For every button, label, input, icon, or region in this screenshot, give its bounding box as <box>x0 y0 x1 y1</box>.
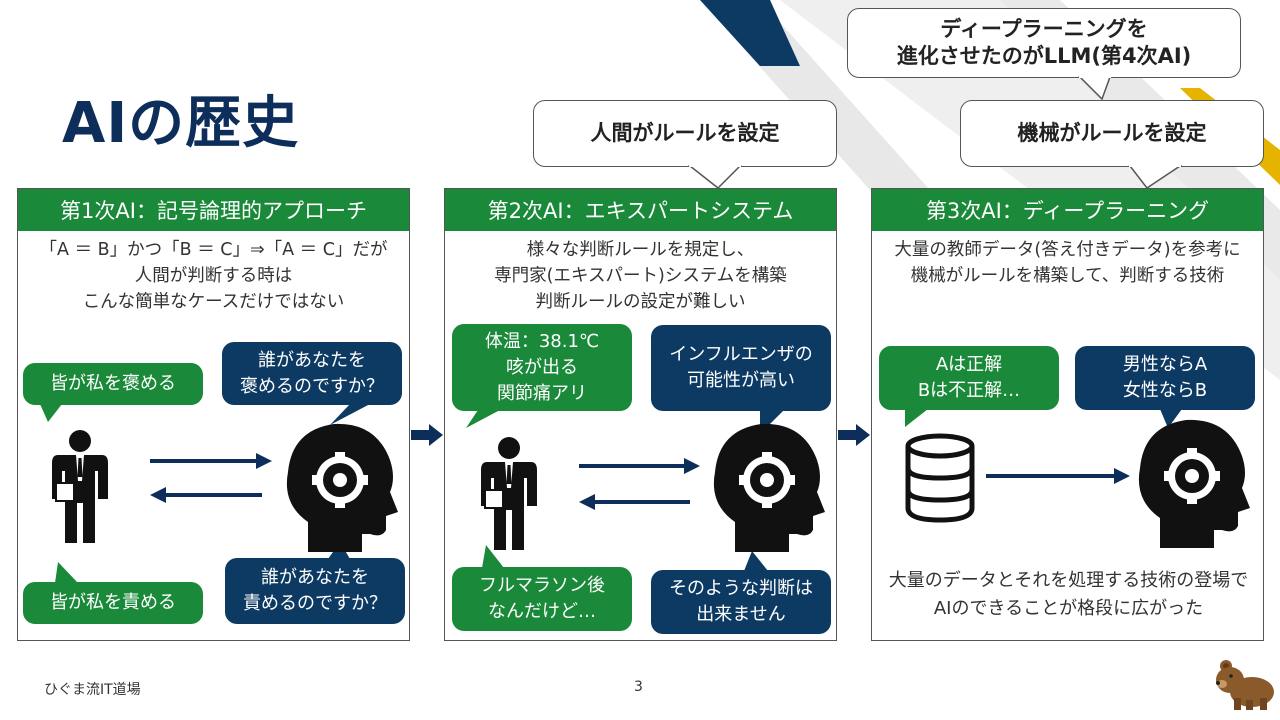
panel-gen1-header: 第1次AI：記号論理的アプローチ <box>18 189 409 231</box>
arrow-right-icon <box>838 424 870 446</box>
bubble-gen1-who-blames: 誰があなたを 責めるのですか？ <box>225 558 405 624</box>
desc-line: 人間が判断する時は <box>134 266 293 286</box>
panel-gen3-caption: 大量のデータとそれを処理する技術の登場で AIのできることが格段に広がった <box>872 567 1265 623</box>
callout-llm-line1: ディープラーニングを <box>940 16 1148 41</box>
bubble-gen2-diagnosis: インフルエンザの 可能性が高い <box>651 325 831 411</box>
bubble-text: なんだけど… <box>488 601 596 622</box>
bubble-text: 関節痛アリ <box>497 382 587 404</box>
bubble-text: 可能性が高い <box>687 370 795 391</box>
desc-line: こんな簡単なケースだけではない <box>82 292 345 312</box>
panel-gen3-header: 第3次AI：ディープラーニング <box>872 189 1263 231</box>
footer-brand: ひぐま流IT道場 <box>44 682 141 698</box>
page-title: AIの歴史 <box>62 91 300 156</box>
bubble-text: 褒めるのですか？ <box>240 375 384 397</box>
callout-human-rules: 人間がルールを設定 <box>533 100 837 167</box>
desc-line: 機械がルールを構築して、判断する技術 <box>910 266 1225 286</box>
bubble-gen1-praise: 皆が私を褒める <box>23 363 203 405</box>
desc-line: 判断ルールの設定が難しい <box>535 292 746 312</box>
bubble-gen2-marathon: フルマラソン後 なんだけど… <box>452 567 632 631</box>
desc-line: 「A ＝ B」かつ「B ＝ C」⇒「A ＝ C」だが <box>39 240 388 260</box>
desc-line: 専門家(エキスパート)システムを構築 <box>494 266 787 286</box>
callout-llm: ディープラーニングを 進化させたのがLLM(第4次AI) <box>847 8 1241 78</box>
bubble-text: 皆が私を責める <box>50 592 176 613</box>
bubble-text: Bは不正解… <box>917 380 1021 401</box>
panel-gen3: 第3次AI：ディープラーニング 大量の教師データ(答え付きデータ)を参考に 機械… <box>871 188 1264 641</box>
bubble-gen2-symptoms: 体温：38.1℃ 咳が出る 関節痛アリ <box>452 324 632 411</box>
callout-machine-rules-text: 機械がルールを設定 <box>1017 120 1207 145</box>
bubble-gen2-cannot-judge: そのような判断は 出来ません <box>651 570 831 634</box>
callout-human-rules-text: 人間がルールを設定 <box>590 120 780 145</box>
bubble-text: 責めるのですか？ <box>243 593 387 614</box>
desc-line: 大量の教師データ(答え付きデータ)を参考に <box>894 240 1241 260</box>
page-number: 3 <box>634 679 643 695</box>
bubble-text: フルマラソン後 <box>479 575 605 596</box>
bubble-text: 出来ません <box>696 604 786 625</box>
bubble-text: 体温：38.1℃ <box>484 330 600 352</box>
bubble-text: Aは正解 <box>935 354 1003 375</box>
bear-icon <box>1216 660 1274 710</box>
arrow-right-icon <box>411 424 443 446</box>
bubble-text: 誰があなたを <box>261 567 369 588</box>
caption-line: AIのできることが格段に広がった <box>933 598 1204 619</box>
desc-line: 様々な判断ルールを規定し、 <box>526 240 755 260</box>
bubble-text: 咳が出る <box>506 356 578 378</box>
bubble-text: インフルエンザの <box>669 344 813 365</box>
callout-machine-rules: 機械がルールを設定 <box>960 100 1264 167</box>
bubble-gen1-blame: 皆が私を責める <box>23 582 203 624</box>
bubble-gen3-rule: 男性ならA 女性ならB <box>1075 346 1255 410</box>
panel-gen3-description: 大量の教師データ(答え付きデータ)を参考に 機械がルールを構築して、判断する技術 <box>872 237 1263 289</box>
bubble-text: そのような判断は <box>669 578 813 599</box>
bubble-text: 誰があなたを <box>258 349 366 371</box>
callout-llm-line2: 進化させたのがLLM(第4次AI) <box>896 44 1192 68</box>
bubble-gen1-who-praises: 誰があなたを 褒めるのですか？ <box>222 342 402 405</box>
bubble-text: 女性ならB <box>1122 380 1208 401</box>
caption-line: 大量のデータとそれを処理する技術の登場で <box>888 570 1249 591</box>
panel-gen2-header: 第2次AI：エキスパートシステム <box>445 189 836 231</box>
panel-gen1-description: 「A ＝ B」かつ「B ＝ C」⇒「A ＝ C」だが 人間が判断する時は こんな… <box>18 237 409 315</box>
bubble-text: 皆が私を褒める <box>50 373 176 394</box>
panel-gen2-description: 様々な判断ルールを規定し、 専門家(エキスパート)システムを構築 判断ルールの設… <box>445 237 836 315</box>
bubble-gen3-labels: Aは正解 Bは不正解… <box>879 346 1059 410</box>
bubble-text: 男性ならA <box>1122 354 1208 375</box>
